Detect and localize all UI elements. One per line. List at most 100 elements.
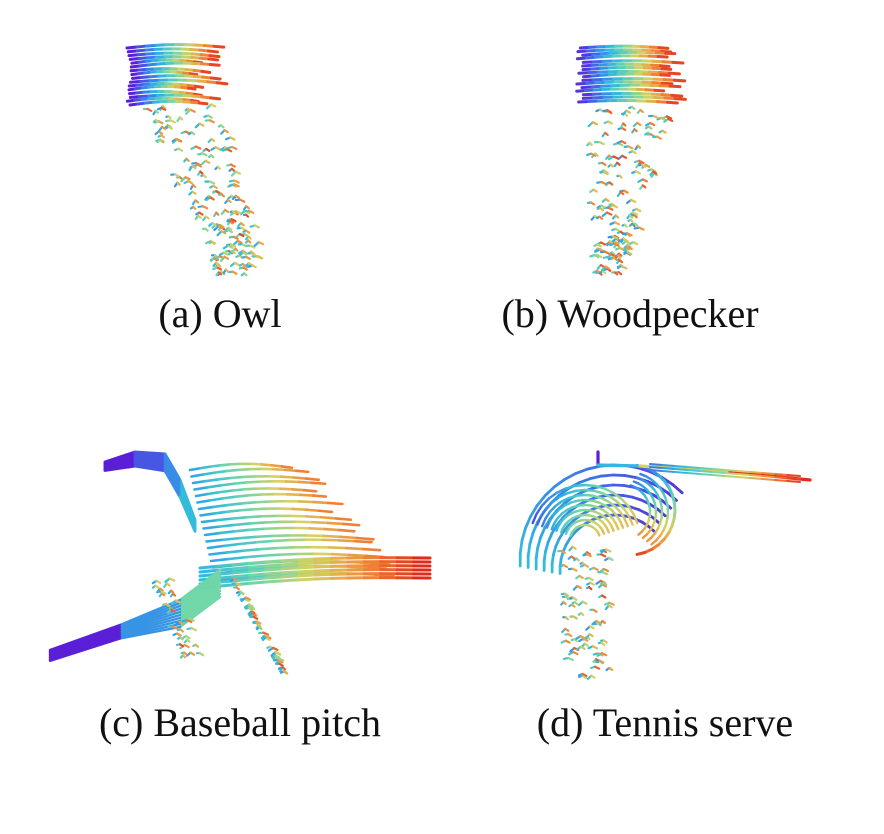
serve-body-track (600, 548, 612, 554)
owl-body-track (217, 124, 225, 129)
owl-body-track (220, 208, 230, 215)
woodpecker-body-track (606, 181, 614, 186)
owl-body-track (207, 137, 216, 144)
woodpecker-body-track (646, 133, 656, 138)
owl-body-track (183, 157, 190, 163)
owl-body-track (239, 251, 248, 257)
owl-body-track (226, 218, 237, 223)
owl-body-track (201, 159, 211, 165)
owl-head-track (129, 61, 221, 69)
woodpecker-body-track (586, 152, 597, 157)
owl-body-track (213, 211, 220, 218)
owl-body-track (176, 176, 184, 181)
woodpecker-body-track (599, 269, 607, 275)
woodpecker-head-track (581, 95, 687, 101)
serve-arc-track (531, 483, 639, 525)
serve-racket-track (649, 463, 801, 477)
pitch-leg-track (252, 620, 262, 625)
owl-body-track (249, 224, 260, 229)
pitch-leg-track (176, 628, 184, 633)
owl-body-track (189, 205, 197, 210)
pitch-leg-track (167, 625, 178, 630)
owl-body-track (247, 264, 257, 269)
owl-body-track (235, 232, 245, 239)
owl-body-track (188, 131, 196, 136)
pitch-body-track (202, 520, 361, 530)
owl-body-track (154, 130, 164, 136)
owl-body-track (226, 145, 238, 151)
woodpecker-body-track (617, 126, 627, 132)
owl-body-track (205, 196, 215, 201)
owl-body-track (165, 119, 176, 124)
owl-body-track (224, 198, 232, 205)
owl-body-track (152, 109, 160, 116)
serve-body-track (598, 594, 607, 599)
woodpecker-body-track (631, 170, 641, 175)
owl-body-track (214, 165, 222, 171)
pitch-body-track (208, 545, 382, 556)
serve-body-track (576, 645, 586, 651)
woodpecker-body-track (619, 122, 627, 129)
serve-arc-track (635, 464, 677, 556)
woodpecker-body-track (616, 265, 628, 270)
owl-body-track (157, 134, 166, 139)
serve-body-track (586, 581, 595, 586)
serve-body-track (560, 639, 571, 644)
serve-body-track (560, 592, 570, 597)
serve-racket-trajectory (596, 450, 812, 483)
owl-body-track (183, 180, 193, 185)
owl-body-track (180, 176, 191, 183)
serve-body-track (562, 616, 570, 621)
owl-head-track (129, 67, 212, 74)
pitch-leg-track (180, 651, 188, 656)
pitch-body-track (196, 492, 328, 504)
serve-arc-track (545, 498, 625, 529)
serve-body-track (585, 633, 594, 639)
woodpecker-body-track (631, 207, 642, 213)
woodpecker-body-track (661, 115, 673, 120)
owl-head-track (128, 93, 222, 101)
owl-body-track (219, 255, 230, 262)
serve-body-track (577, 611, 585, 617)
owl-body-track (202, 215, 210, 222)
owl-body-track (242, 205, 250, 211)
serve-body-track (567, 567, 578, 572)
owl-body-track (213, 225, 224, 232)
pitch-leg-track (195, 652, 205, 657)
woodpecker-body-track (637, 163, 647, 168)
owl-head-track (130, 70, 199, 77)
serve-body-track (585, 586, 593, 591)
pitch-body-track (198, 576, 432, 590)
serve-arc-trajectories (518, 463, 684, 575)
pitch-leg-track (240, 596, 252, 603)
pitch-leg-track (247, 609, 256, 616)
pitch-body-track (190, 467, 310, 478)
pitch-leg-track (279, 666, 287, 673)
pitch-leg-track (181, 618, 193, 624)
owl-body-track (244, 239, 252, 244)
woodpecker-body-track (607, 256, 618, 261)
serve-arc-track (629, 484, 652, 536)
serve-body-track (605, 666, 614, 672)
owl-body-track (232, 247, 239, 253)
serve-body-track (604, 604, 613, 611)
owl-body-track (190, 145, 202, 150)
serve-arc-track (632, 480, 658, 540)
owl-body-track (226, 163, 236, 168)
pitch-leg-track (186, 627, 198, 632)
owl-head-track (127, 82, 205, 89)
owl-body-track (235, 254, 244, 259)
owl-body-track (216, 230, 227, 237)
serve-arc-track (560, 513, 610, 534)
serve-arc-track (639, 472, 670, 546)
owl-body-track (229, 261, 240, 267)
woodpecker-head-track (578, 44, 670, 50)
woodpecker-body-track (623, 251, 633, 256)
serve-body-track (579, 563, 590, 568)
serve-body-track (586, 674, 596, 680)
owl-body-track (197, 170, 204, 176)
serve-body-track (589, 608, 598, 613)
serve-body-track (560, 600, 567, 606)
serve-body-track (561, 595, 570, 600)
serve-body-track (571, 600, 579, 606)
